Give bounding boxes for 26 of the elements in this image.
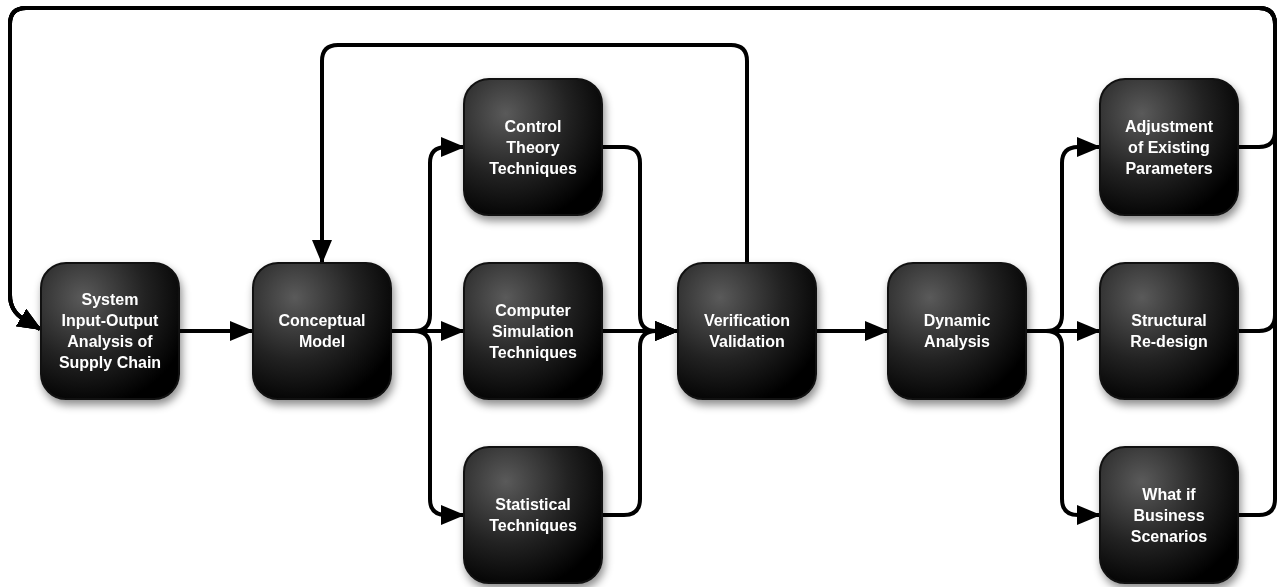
process-box (463, 78, 603, 216)
process-box (1099, 78, 1239, 216)
arrow (8, 6, 1277, 517)
arrow (312, 43, 749, 264)
process-box (1099, 262, 1239, 400)
node-label: Structural Re-design (1129, 311, 1209, 352)
node-label: System Input-Output Analysis of Supply Chain (58, 290, 162, 373)
node-label: Control Theory Techniques (488, 116, 578, 179)
arrow (817, 321, 889, 341)
process-box (887, 262, 1027, 400)
node-label: Statistical Techniques (488, 495, 578, 536)
node-label: Verification Validation (702, 311, 792, 352)
arrow (180, 321, 254, 341)
node-label: Adjustment of Existing Parameters (1124, 116, 1214, 179)
process-box (1099, 446, 1239, 584)
node-label: Conceptual Model (277, 311, 367, 352)
arrow (392, 329, 465, 525)
process-box (252, 262, 392, 400)
process-box (677, 262, 817, 400)
node-label: What if Business Scenarios (1129, 484, 1209, 547)
node-label: Dynamic Analysis (922, 311, 992, 352)
process-box (40, 262, 180, 400)
arrow (1027, 329, 1101, 525)
process-box (463, 262, 603, 400)
node-label: Computer Simulation Techniques (488, 300, 578, 363)
process-box (463, 446, 603, 584)
